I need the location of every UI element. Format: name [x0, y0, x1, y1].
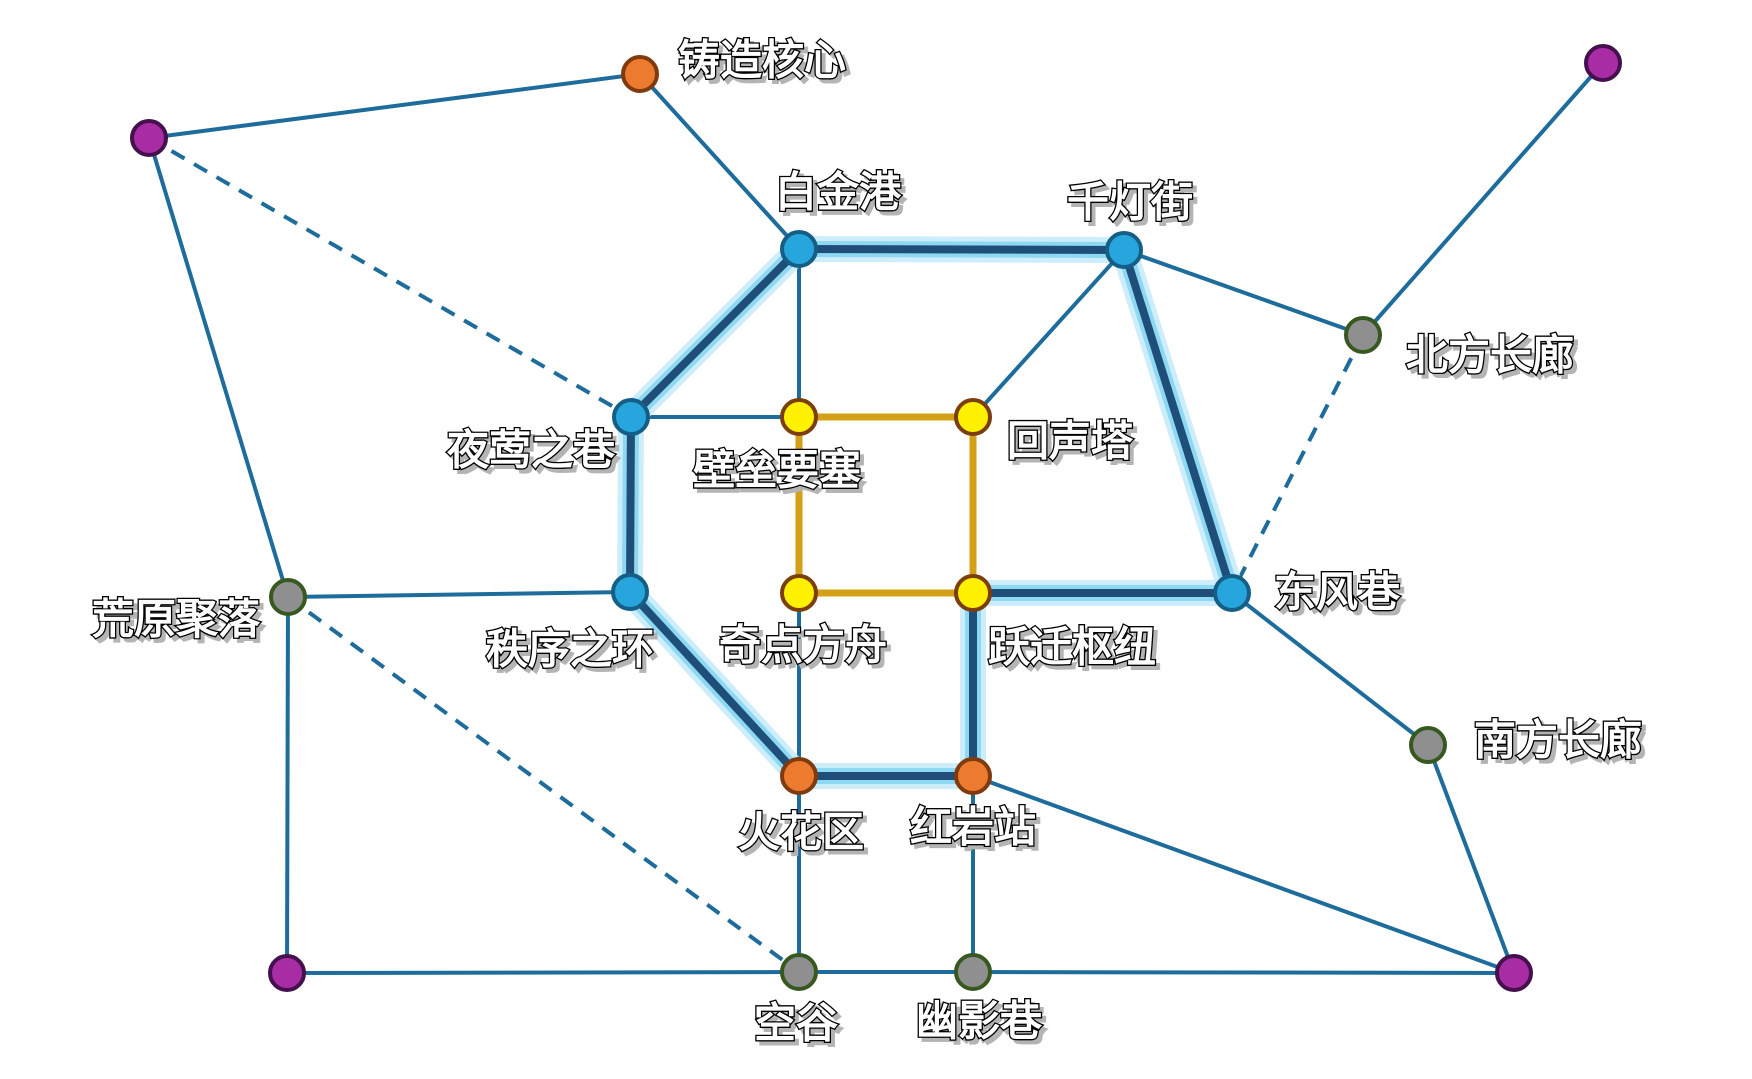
label-shadow-nightingale-lane: 夜莺之巷 [450, 431, 620, 478]
label-text-jump-hub: 跃迁枢纽 [988, 624, 1156, 671]
label-text-thousand-lantern-st: 千灯街 [1067, 179, 1193, 226]
node-terminus-northeast[interactable] [1584, 44, 1622, 82]
edge-spark-district-order-ring [626, 588, 803, 780]
node-echo-tower[interactable] [954, 398, 992, 436]
label-shadow-phantom-lane: 幽影巷 [920, 1002, 1047, 1049]
node-redrock-station[interactable] [954, 757, 992, 795]
edge-thousand-lantern-st-east-wind-lane [1120, 246, 1236, 597]
edge-east-wind-lane-south-corridor [1230, 591, 1430, 747]
edge-forge-core-platinum-port [638, 72, 801, 251]
label-text-nightingale-lane: 夜莺之巷 [446, 427, 616, 474]
label-shadow-echo-tower: 回声塔 [1011, 422, 1138, 469]
node-order-ring[interactable] [611, 573, 649, 611]
label-text-platinum-port: 白金港 [775, 169, 902, 216]
label-text-empty-valley: 空谷 [754, 1000, 838, 1047]
edge-platinum-port-thousand-lantern-st [795, 245, 1128, 254]
label-text-order-ring: 秩序之环 [486, 626, 654, 673]
edge-terminus-northeast-north-corridor [1361, 61, 1605, 337]
node-platinum-port[interactable] [780, 230, 818, 268]
node-singularity-ark[interactable] [780, 574, 818, 612]
edge-nightingale-lane-platinum-port [627, 245, 803, 421]
layer-core [626, 245, 1236, 780]
label-shadow-platinum-port: 白金港 [779, 173, 906, 220]
label-text-forge-core: 铸造核心 [678, 37, 846, 84]
label-text-south-corridor: 南方长廊 [1474, 717, 1642, 764]
edge-wasteland-settlement-empty-valley [286, 595, 801, 974]
edge-order-ring-nightingale-lane [626, 413, 635, 596]
label-shadow-redrock-station: 红岩站 [914, 808, 1040, 855]
label-shadow-wasteland-settlement: 荒原聚落 [96, 600, 265, 647]
layer-labels: 铸造核心铸造核心白金港白金港千灯街千灯街北方长廊北方长廊夜莺之巷夜莺之巷壁垒要塞… [91, 35, 1648, 1052]
label-text-wasteland-settlement: 荒原聚落 [92, 596, 261, 643]
edge-redrock-station-terminus-southeast [972, 774, 1515, 975]
node-nightingale-lane[interactable] [612, 398, 650, 436]
label-shadow-thousand-lantern-st: 千灯街 [1071, 183, 1197, 230]
node-terminus-southeast[interactable] [1495, 954, 1533, 992]
edge-phantom-lane-terminus-southeast [972, 970, 1515, 975]
layer-gold [795, 413, 977, 597]
label-shadow-jump-hub: 跃迁枢纽 [992, 628, 1160, 675]
node-east-wind-lane[interactable] [1213, 574, 1251, 612]
label-shadow-south-corridor: 南方长廊 [1478, 721, 1646, 768]
node-jump-hub[interactable] [954, 574, 992, 612]
label-shadow-spark-district: 火花区 [742, 813, 868, 860]
label-text-echo-tower: 回声塔 [1007, 418, 1134, 465]
node-terminus-southwest[interactable] [268, 954, 306, 992]
node-phantom-lane[interactable] [954, 953, 992, 991]
node-spark-district[interactable] [780, 757, 818, 795]
edge-wasteland-settlement-terminus-southwest [285, 596, 290, 974]
edge-terminus-southwest-empty-valley [286, 970, 800, 975]
node-forge-core[interactable] [621, 55, 659, 93]
node-wasteland-settlement[interactable] [269, 578, 307, 616]
label-shadow-empty-valley: 空谷 [758, 1004, 842, 1051]
edge-south-corridor-terminus-southeast [1426, 744, 1516, 974]
label-shadow-east-wind-lane: 东风巷 [1278, 573, 1405, 620]
node-bulwark-fortress[interactable] [780, 398, 818, 436]
node-south-corridor[interactable] [1409, 726, 1447, 764]
node-north-corridor[interactable] [1344, 316, 1382, 354]
edge-terminus-northwest-forge-core [148, 72, 641, 140]
node-terminus-northwest[interactable] [130, 119, 168, 157]
label-shadow-singularity-ark: 奇点方舟 [723, 626, 891, 673]
label-text-spark-district: 火花区 [738, 809, 864, 856]
label-shadow-north-corridor: 北方长廊 [1410, 336, 1578, 383]
label-text-north-corridor: 北方长廊 [1406, 332, 1574, 379]
edge-thousand-lantern-st-echo-tower [971, 248, 1126, 419]
edge-thousand-lantern-st-north-corridor [1123, 248, 1364, 337]
edge-terminus-northwest-wasteland-settlement [147, 137, 290, 598]
edge-wasteland-settlement-order-ring [287, 590, 631, 599]
node-thousand-lantern-st[interactable] [1105, 231, 1143, 269]
edge-terminus-northwest-nightingale-lane [147, 136, 633, 419]
label-shadow-order-ring: 秩序之环 [490, 630, 658, 677]
layer-edges [147, 61, 1605, 975]
label-text-east-wind-lane: 东风巷 [1274, 569, 1401, 616]
label-text-redrock-station: 红岩站 [910, 804, 1036, 851]
node-empty-valley[interactable] [780, 953, 818, 991]
label-shadow-bulwark-fortress: 壁垒要塞 [697, 451, 865, 498]
label-text-singularity-ark: 奇点方舟 [719, 622, 887, 669]
edge-north-corridor-east-wind-lane [1230, 334, 1365, 594]
label-shadow-forge-core: 铸造核心 [682, 41, 850, 88]
layer-nodes [130, 44, 1622, 992]
label-text-bulwark-fortress: 壁垒要塞 [693, 447, 861, 494]
label-text-phantom-lane: 幽影巷 [916, 998, 1043, 1045]
